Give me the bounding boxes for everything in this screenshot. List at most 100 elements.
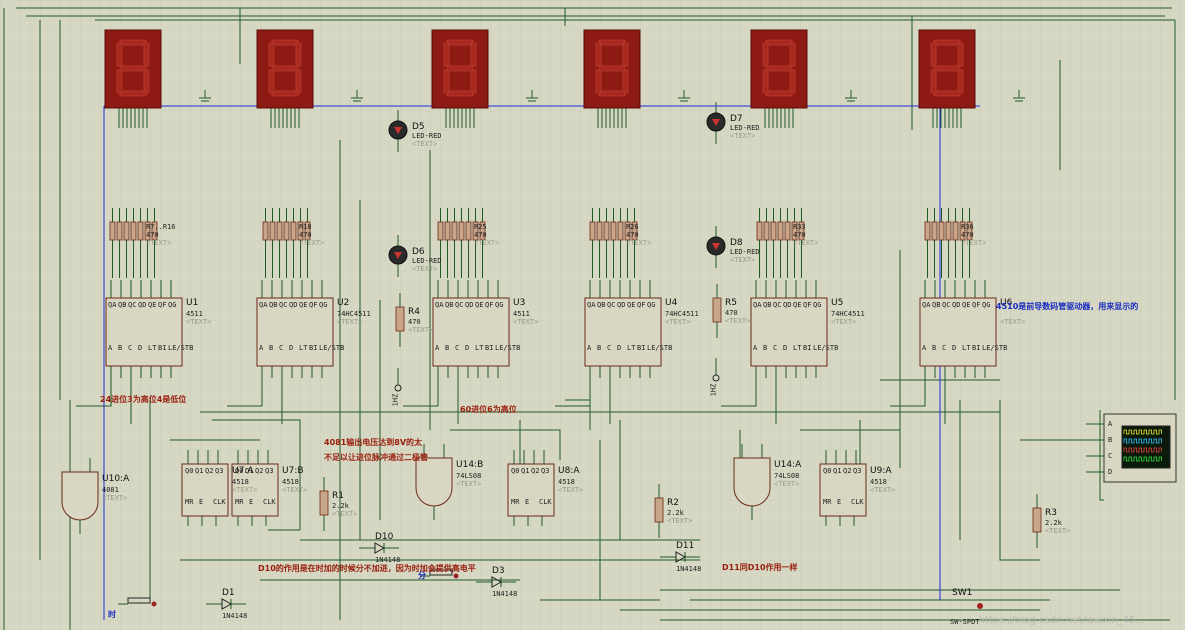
display-segment xyxy=(595,69,602,94)
resistor-element xyxy=(269,221,276,241)
ic-pin-label: Q2 xyxy=(531,467,540,475)
ic-pin-label: QC xyxy=(455,301,464,309)
led-arrow xyxy=(394,127,402,134)
ic-pin-label: QD xyxy=(783,301,792,309)
ic-pin-label: MR xyxy=(823,498,832,506)
ic-pin-label: A xyxy=(753,344,758,352)
gate-ref: U10:A xyxy=(102,474,130,484)
text-placeholder: <TEXT> xyxy=(282,486,308,494)
ic-pin-label: QE xyxy=(475,301,484,309)
led-ref: D8 xyxy=(730,238,743,248)
resistor-element xyxy=(130,221,137,241)
resistor-element xyxy=(959,221,966,241)
ic-pin-label: Q3 xyxy=(541,467,550,475)
resistor-pack-ref: R18 xyxy=(299,223,312,231)
ic-pin-label: LE/STB xyxy=(813,344,839,352)
ic-4511 xyxy=(919,297,997,367)
ic-pin-label: QE xyxy=(148,301,157,309)
note-24-carry: 24进位3为高位4是低位 xyxy=(100,395,187,404)
display-segment xyxy=(957,42,964,67)
ic-pin-label: A xyxy=(435,344,440,352)
text-placeholder: <TEXT> xyxy=(558,486,584,494)
resistor-element xyxy=(262,221,269,241)
text-placeholder: <TEXT> xyxy=(332,510,358,518)
diode-ref: D3 xyxy=(492,566,505,576)
ic-pin-label: B xyxy=(597,344,602,352)
ic-pin-label: Q3 xyxy=(215,467,224,475)
push-button xyxy=(429,569,453,576)
resistor-element xyxy=(283,221,290,241)
ic-part: 4518 xyxy=(282,478,299,486)
wire-bus xyxy=(403,378,439,407)
wire-bus xyxy=(890,378,926,407)
ic-pin-label: E xyxy=(199,498,204,506)
ic-part: 74HC4511 xyxy=(337,310,371,318)
ic-pin-label: QD xyxy=(138,301,147,309)
ic-pin-label: QB xyxy=(269,301,278,309)
resistor-ref: R2 xyxy=(667,498,679,508)
ic-pin-label: B xyxy=(269,344,274,352)
resistor-ref: R4 xyxy=(408,307,420,317)
gate-part: 4081 xyxy=(102,486,119,494)
oscilloscope-trace xyxy=(1123,447,1162,453)
ic-ref: U7:B xyxy=(282,466,304,476)
ic-pin-label: QE xyxy=(962,301,971,309)
switch-terminal xyxy=(977,603,983,609)
display-segment xyxy=(930,69,937,94)
note-diode-pass: 不足以让进位脉冲通过二极管 xyxy=(324,453,428,462)
ic-pin-label: LE/STB xyxy=(647,344,673,352)
ic-4511 xyxy=(432,297,510,367)
text-placeholder: <TEXT> xyxy=(474,239,500,247)
text-placeholder: <TEXT> xyxy=(456,480,482,488)
components xyxy=(61,29,1177,610)
resistor-element xyxy=(931,221,938,241)
display-segment xyxy=(143,69,150,94)
oscilloscope-channel: A xyxy=(1108,420,1113,428)
ic-pin-label: QA xyxy=(753,301,762,309)
ic-pin-label: C xyxy=(607,344,612,352)
display-segment xyxy=(268,42,275,67)
diode xyxy=(221,598,233,610)
ic-pin-label: QC xyxy=(279,301,288,309)
display-segment xyxy=(271,39,299,46)
resistor xyxy=(654,497,664,523)
ic-pin-label: D xyxy=(952,344,957,352)
ic-pin-label: QF xyxy=(485,301,494,309)
ic-pin-label: QF xyxy=(803,301,812,309)
ic-pin-label: QC xyxy=(607,301,616,309)
display-segment xyxy=(271,65,299,72)
gate-part: 74LS08 xyxy=(456,472,482,480)
resistor-pack-ref: R25 xyxy=(474,223,487,231)
ic-pin-label: Q3 xyxy=(265,467,274,475)
ic-part: 4511 xyxy=(513,310,530,318)
clock-source xyxy=(712,374,720,382)
ic-pin-label: D xyxy=(617,344,622,352)
ic-pin-label: Q0 xyxy=(235,467,244,475)
ic-part: 4518 xyxy=(232,478,249,486)
ic-pin-label: Q2 xyxy=(843,467,852,475)
led-ref: D7 xyxy=(730,114,743,124)
ic-part: 4518 xyxy=(870,478,887,486)
note-d10: D10的作用是在时加的时候分不加进，因为时加会提供高电平 xyxy=(258,564,476,573)
resistor xyxy=(712,297,722,323)
resistor-pack-ref: R26 xyxy=(626,223,639,231)
resistor-element xyxy=(784,221,791,241)
ic-ref: U5 xyxy=(831,298,844,308)
display-segment xyxy=(595,42,602,67)
resistor-element xyxy=(952,221,959,241)
resistor xyxy=(395,306,405,332)
display-segment xyxy=(598,65,626,72)
diode-part: 1N4148 xyxy=(222,612,248,620)
resistor-element xyxy=(276,221,283,241)
led-arrow xyxy=(712,119,720,126)
ic-pin-label: QA xyxy=(108,301,117,309)
resistor-element xyxy=(798,221,805,241)
display-segment xyxy=(789,42,796,67)
display-segment xyxy=(933,39,961,46)
resistor-element xyxy=(444,221,451,241)
ic-pin-label: MR xyxy=(511,498,520,506)
resistor-element xyxy=(437,221,444,241)
ic-pin-label: LT xyxy=(962,344,971,352)
diode-ref: D11 xyxy=(676,541,695,551)
